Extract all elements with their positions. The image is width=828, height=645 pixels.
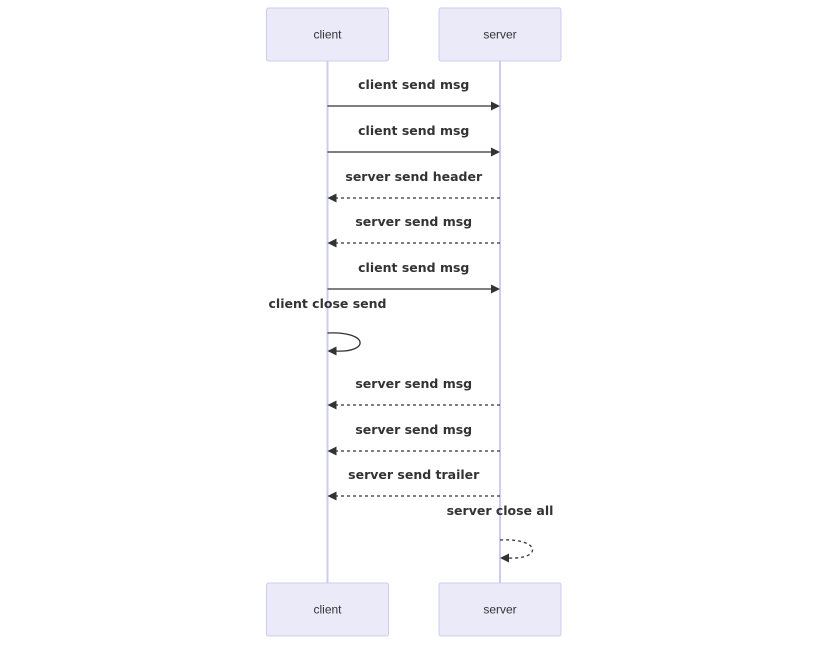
- actor-label: client: [313, 603, 342, 617]
- actor-label: server: [483, 28, 516, 42]
- message-label: client send msg: [358, 77, 469, 92]
- actor-box: [438, 582, 562, 637]
- arrowhead: [491, 284, 500, 294]
- arrowhead: [327, 400, 337, 410]
- actor-client-bottom: client: [266, 582, 389, 637]
- message-7: server send msg: [327, 376, 500, 410]
- arrowhead: [327, 346, 337, 356]
- message-label: server send msg: [355, 422, 472, 437]
- actor-box: [266, 7, 389, 62]
- arrowhead: [491, 101, 500, 111]
- self-loop-arrow: [499, 539, 534, 559]
- actor-label: client: [313, 28, 342, 42]
- actor-server-bottom: server: [438, 582, 562, 637]
- message-label: client close send: [269, 296, 387, 311]
- message-label: server send msg: [355, 376, 472, 391]
- self-loop-arrow: [327, 332, 361, 352]
- arrowhead: [327, 238, 337, 248]
- message-3: server send header: [327, 169, 500, 203]
- actor-server-top: server: [438, 7, 562, 62]
- arrowhead: [327, 193, 337, 203]
- message-1: client send msg: [327, 77, 500, 111]
- message-label: server send trailer: [348, 467, 480, 482]
- message-label: server send msg: [355, 214, 472, 229]
- message-8: server send msg: [327, 422, 500, 456]
- message-5: client send msg: [327, 260, 500, 294]
- actor-label: server: [483, 603, 516, 617]
- arrowhead: [491, 147, 500, 157]
- message-label: server send header: [345, 169, 483, 184]
- actor-client-top: client: [266, 7, 389, 62]
- arrowhead: [500, 553, 509, 563]
- message-4: server send msg: [327, 214, 500, 248]
- actor-box: [438, 7, 562, 62]
- arrowhead: [327, 446, 337, 456]
- message-label: client send msg: [358, 123, 469, 138]
- message-2: client send msg: [327, 123, 500, 157]
- message-label: server close all: [447, 503, 554, 518]
- message-6: client close send: [269, 296, 387, 356]
- message-10: server close all: [447, 503, 554, 563]
- actor-box: [266, 582, 389, 637]
- message-9: server send trailer: [327, 467, 500, 501]
- message-label: client send msg: [358, 260, 469, 275]
- arrowhead: [327, 491, 337, 501]
